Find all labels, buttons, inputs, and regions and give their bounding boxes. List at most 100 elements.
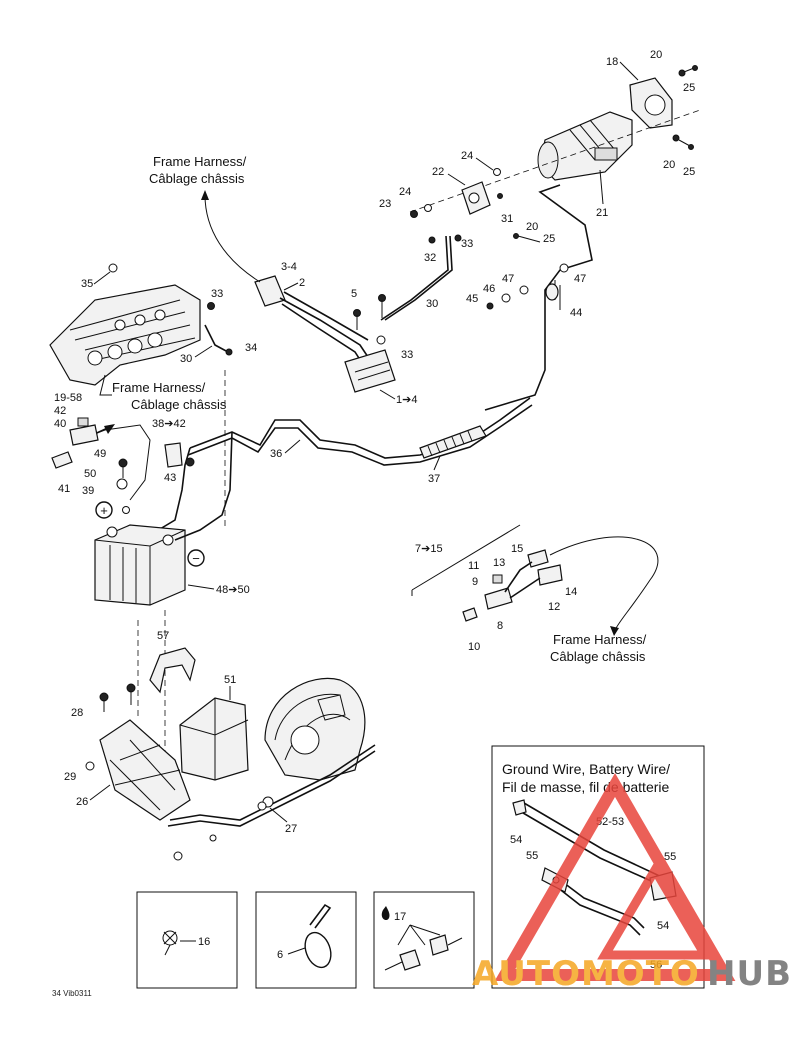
frame-harness-right-line2: Câblage châssis — [550, 649, 646, 664]
magneto-cover — [264, 677, 366, 781]
solenoid-relay — [254, 275, 396, 393]
callout: 25 — [683, 166, 695, 178]
callout: 15 — [511, 543, 523, 555]
drawing-code: 34 Vib0311 — [52, 989, 92, 998]
callout: 33 — [461, 238, 473, 250]
inset-box-tie — [255, 891, 357, 989]
grease-connector-icon — [381, 906, 463, 971]
bolt-25-top — [678, 65, 698, 77]
callout: 51 — [224, 674, 236, 686]
frame-harness-top-line1: Frame Harness/ — [153, 154, 247, 169]
callout: 7➔15 — [415, 543, 443, 555]
callout: 16 — [198, 936, 210, 948]
screw-icon — [162, 930, 178, 956]
callout: 36 — [270, 448, 282, 460]
callout: 25 — [543, 233, 555, 245]
minus-symbol: − — [192, 551, 200, 566]
callout: 54 — [657, 920, 669, 932]
callout: 47 — [574, 273, 586, 285]
callout: 34 — [245, 342, 257, 354]
callout: 55 — [664, 851, 676, 863]
callout: 55 — [526, 850, 538, 862]
callout: 3-4 — [281, 261, 297, 273]
callout: 28 — [71, 707, 83, 719]
callout: 13 — [493, 557, 505, 569]
callout: 44 — [570, 307, 582, 319]
callout: 45 — [466, 293, 478, 305]
callout: 42 — [54, 405, 66, 417]
callout: 54 — [510, 834, 522, 846]
battery-tray — [99, 719, 191, 821]
callout: 26 — [76, 796, 88, 808]
callout: 10 — [468, 641, 480, 653]
callout: 17 — [394, 911, 406, 923]
callout: 29 — [64, 771, 76, 783]
callout: 40 — [54, 418, 66, 430]
frame-harness-left-line1: Frame Harness/ — [112, 380, 206, 395]
frame-harness-top-line2: Câblage châssis — [149, 171, 245, 186]
callout: 35 — [81, 278, 93, 290]
frame-harness-left-line2: Câblage châssis — [131, 397, 227, 412]
callout: 39 — [82, 485, 94, 497]
callout: 57 — [157, 630, 169, 642]
plus-symbol: + — [100, 503, 108, 518]
callout: 32 — [424, 252, 436, 264]
callout: 19-58 — [54, 392, 82, 404]
callout: 20 — [650, 49, 662, 61]
callout: 23 — [379, 198, 391, 210]
callout: 27 — [285, 823, 297, 835]
callout: 48➔50 — [216, 584, 250, 596]
callout: 25 — [683, 82, 695, 94]
callout: 24 — [461, 150, 473, 162]
watermark-text-part1: AUTOMOTO — [472, 954, 700, 994]
callout: 12 — [548, 601, 560, 613]
callout: 33 — [211, 288, 223, 300]
callout: 30 — [426, 298, 438, 310]
callout: 43 — [164, 472, 176, 484]
callout-labels: Frame Harness/ Câblage châssis Frame Har… — [52, 49, 695, 998]
ground-wire-title-line1: Ground Wire, Battery Wire/ — [502, 761, 670, 777]
callout: 6 — [277, 949, 283, 961]
callout: 2 — [299, 277, 305, 289]
frame-harness-right-line1: Frame Harness/ — [553, 632, 647, 647]
battery-cover — [179, 697, 249, 781]
callout: 14 — [565, 586, 577, 598]
callout: 1➔4 — [396, 394, 417, 406]
callout: 20 — [663, 159, 675, 171]
battery — [94, 524, 186, 606]
harness-connectors — [462, 549, 563, 622]
watermark-triangle — [494, 773, 736, 981]
callout: 50 — [84, 468, 96, 480]
callout: 30 — [180, 353, 192, 365]
callout: 21 — [596, 207, 608, 219]
callout: 56 — [650, 959, 662, 971]
watermark-logo: AUTOMOTO HUB — [472, 773, 792, 994]
watermark-text-part2: HUB — [707, 954, 792, 994]
callout: 31 — [501, 213, 513, 225]
callout: 38➔42 — [152, 418, 186, 430]
battery-strap — [149, 647, 196, 694]
muffler-heat-shield — [49, 284, 201, 396]
cable-tie-icon — [304, 903, 332, 969]
bolt-25-right — [672, 134, 694, 150]
callout: 52-53 — [596, 816, 624, 828]
callout: 9 — [472, 576, 478, 588]
inset-box-ground-wire — [491, 745, 705, 989]
callout: 18 — [606, 56, 618, 68]
callout: 49 — [94, 448, 106, 460]
callout: 20 — [526, 221, 538, 233]
ground-wire-title-line2: Fil de masse, fil de batterie — [502, 779, 670, 795]
callout: 37 — [428, 473, 440, 485]
callout: 46 — [483, 283, 495, 295]
callout: 24 — [399, 186, 411, 198]
callout: 41 — [58, 483, 70, 495]
callout: 47 — [502, 273, 514, 285]
starter-motor — [537, 77, 673, 181]
callout: 8 — [497, 620, 503, 632]
inset-box-screw — [136, 891, 238, 989]
callout: 5 — [351, 288, 357, 300]
inset-box-grease — [373, 891, 475, 989]
callout: 22 — [432, 166, 444, 178]
callout: 11 — [468, 560, 479, 572]
